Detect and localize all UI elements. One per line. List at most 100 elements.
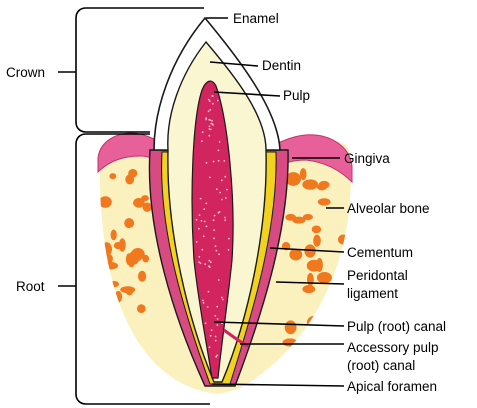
pulp-leader: [213, 91, 281, 97]
marrow-spot: [317, 198, 331, 206]
pulp-dot: [216, 305, 219, 308]
pulp-dot: [198, 214, 201, 217]
pulp-dot: [199, 262, 202, 265]
pulp-dot: [209, 261, 212, 263]
pulp-dot: [213, 237, 215, 240]
pulp-dot: [217, 279, 220, 281]
apical-foramen-label: Apical foramen: [347, 379, 437, 394]
pulp-dot: [195, 241, 198, 243]
marrow-spot: [114, 374, 121, 383]
pulp-dot: [220, 296, 223, 299]
pulp-dot: [205, 162, 208, 164]
pulp-dot: [223, 160, 226, 162]
marrow-spot: [316, 183, 327, 191]
marrow-spot: [311, 225, 322, 234]
marrow-spot: [141, 195, 149, 202]
marrow-spot: [302, 179, 319, 190]
marrow-spot: [306, 259, 322, 272]
pulp-dot: [208, 128, 211, 130]
marrow-spot: [282, 338, 298, 347]
marrow-spot: [120, 376, 136, 386]
pulp-dot: [224, 216, 226, 219]
pulp-dot: [205, 225, 208, 228]
pulp-dot: [218, 210, 221, 213]
marrow-spot: [309, 347, 324, 355]
pulp-dot: [208, 100, 211, 103]
marrow-spot: [337, 234, 349, 245]
marrow-spot: [110, 329, 126, 344]
pulp-dot: [203, 208, 206, 211]
pulp-dot: [214, 335, 217, 338]
marrow-spot: [333, 369, 344, 384]
pulp-dot: [222, 298, 224, 301]
marrow-spot: [307, 272, 314, 286]
pulp-dot: [203, 220, 206, 223]
pulp-dot: [208, 346, 211, 349]
marrow-spot: [114, 291, 123, 303]
root-label: Root: [16, 279, 45, 294]
gingiva-label: Gingiva: [344, 151, 390, 166]
pulp-dot: [207, 290, 210, 293]
marrow-spot: [120, 286, 136, 294]
pulp-dot: [226, 188, 228, 191]
accessory-canal: [223, 328, 249, 348]
marrow-spot: [320, 353, 329, 366]
pulp-dot: [205, 202, 208, 205]
pulp-dot: [210, 329, 213, 332]
marrow-spot: [101, 242, 112, 257]
pulp-dot: [202, 299, 204, 302]
pulp-dot: [209, 108, 212, 111]
pulp-dot: [205, 118, 208, 121]
apical-leader: [211, 383, 345, 387]
marrow-spot: [138, 270, 147, 282]
marrow-spot: [291, 358, 303, 367]
marrow-spot: [295, 363, 308, 373]
pulp-dot: [214, 339, 217, 342]
pulp-dot: [202, 301, 205, 304]
pulp-chamber: [191, 80, 234, 379]
pulp-dot: [219, 96, 222, 98]
pulp-dot: [209, 334, 212, 337]
pulp-dot: [214, 315, 217, 317]
pulp-canal-leader: [213, 321, 345, 327]
enamel-label: Enamel: [233, 11, 279, 26]
marrow-spot: [109, 173, 117, 180]
marrow-spot: [283, 358, 291, 366]
marrow-spot: [302, 214, 313, 221]
marrow-spot: [284, 320, 297, 335]
marrow-spot: [137, 304, 146, 313]
marrow-spot: [107, 380, 119, 389]
marrow-spot: [316, 272, 332, 284]
pulp-dot: [218, 141, 221, 143]
marrow-spot: [304, 244, 316, 258]
ligament-leader: [275, 281, 345, 285]
pulp-dot: [212, 219, 215, 222]
marrow-spot: [100, 253, 113, 265]
pulp-dot: [198, 255, 201, 258]
pulp-dot: [209, 176, 211, 179]
crown-label: Crown: [6, 65, 45, 80]
accessory-canal-label-line2: (root) canal: [347, 358, 415, 373]
marrow-spot: [121, 347, 133, 358]
pulp-dot: [218, 253, 221, 256]
pulp-dot: [211, 95, 214, 97]
pulp-dot: [199, 197, 202, 200]
pulp-dot: [227, 249, 230, 251]
pulp-dot: [216, 324, 219, 326]
pulp-dot: [228, 237, 230, 240]
marrow-spot: [142, 202, 152, 212]
pulp-dot: [217, 149, 220, 152]
marrow-spot: [110, 229, 117, 241]
pulp-dot: [224, 197, 227, 199]
marrow-spot: [133, 197, 145, 208]
accessory-canal-label-line1: Accessory pulp: [347, 340, 439, 355]
pulp-dot: [221, 198, 223, 201]
pulp-dot: [211, 119, 213, 122]
pulp-root-canal-label: Pulp (root) canal: [347, 319, 446, 334]
pulp-dot: [216, 318, 219, 320]
marrow-spot: [125, 174, 135, 185]
pulp-dot: [217, 159, 220, 162]
pulp-dot: [201, 131, 204, 134]
pulp-dot: [206, 306, 209, 308]
